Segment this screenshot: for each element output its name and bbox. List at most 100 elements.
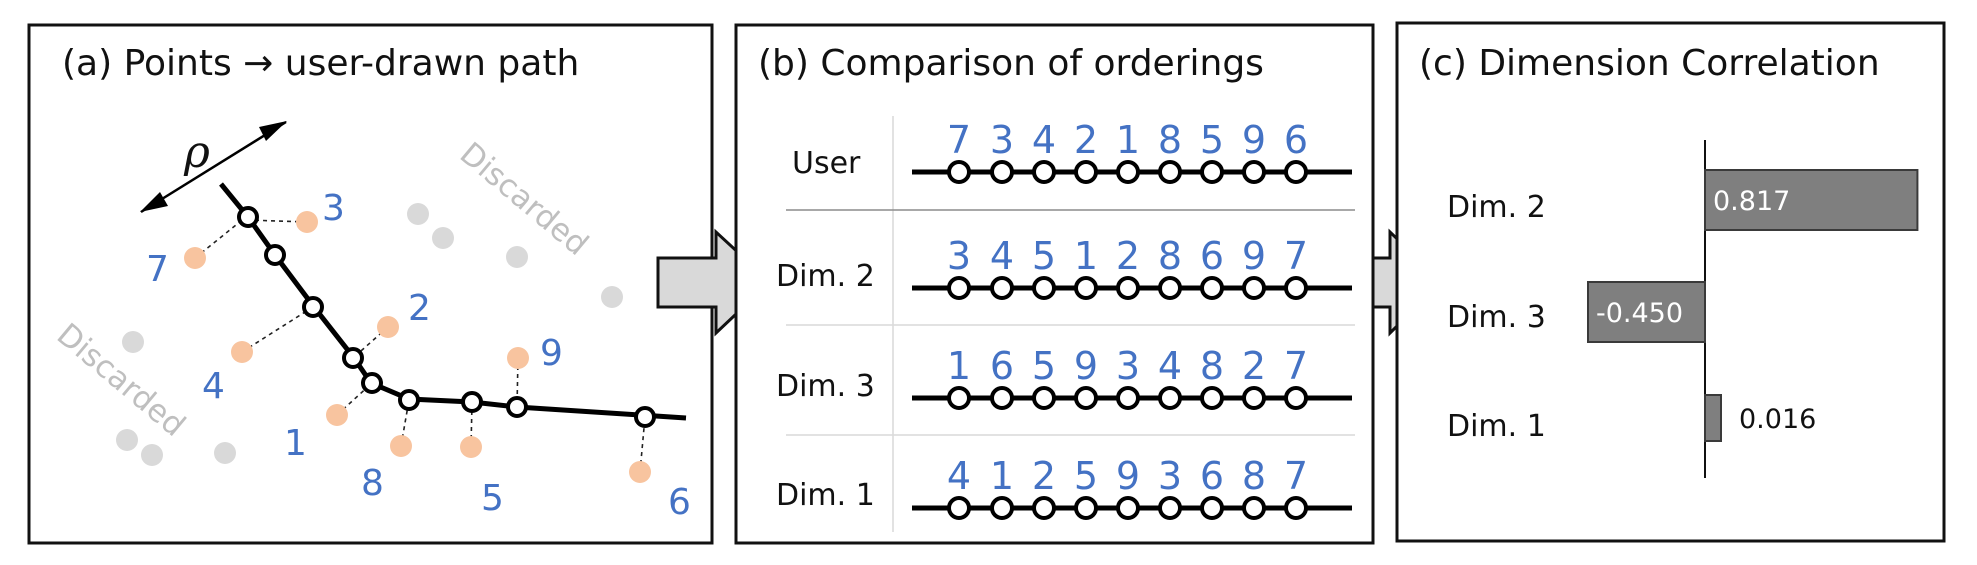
order-number: 5	[1032, 344, 1056, 388]
point-label: 7	[146, 249, 169, 290]
order-number: 5	[1200, 118, 1224, 162]
projected-point	[629, 461, 651, 483]
order-node	[1242, 496, 1266, 520]
order-number: 8	[1200, 344, 1224, 388]
bar-category-label-dim1: Dim. 1	[1447, 409, 1546, 444]
order-number: 2	[1074, 118, 1098, 162]
order-number: 9	[1074, 344, 1098, 388]
discarded-point	[116, 429, 138, 451]
order-row-dim2: 3 4 5 1 2 8 6 9 7	[947, 234, 1308, 300]
order-number: 1	[1074, 234, 1098, 278]
order-row-user: 7 3 4 2 1 8 5 9 6	[947, 118, 1308, 184]
order-row-dim3: 1 6 5 9 3 4 8 2 7	[947, 344, 1308, 410]
order-number: 4	[1158, 344, 1182, 388]
panel-dimension-correlation: (c) Dimension Correlation Dim. 2 Dim. 3 …	[1395, 21, 1946, 543]
point-label: 5	[481, 478, 504, 519]
path-node	[237, 206, 259, 228]
order-number: 6	[1284, 118, 1308, 162]
order-node	[990, 496, 1014, 520]
correlation-bar-dim1	[1704, 394, 1722, 442]
discarded-point	[214, 442, 236, 464]
order-node	[947, 276, 971, 300]
path-node	[302, 296, 324, 318]
order-number: 6	[1200, 454, 1224, 498]
order-number: 9	[1116, 454, 1140, 498]
order-number: 2	[1116, 234, 1140, 278]
order-node	[1116, 386, 1140, 410]
point-label: 8	[361, 463, 384, 504]
discarded-point	[122, 331, 144, 353]
path-node	[506, 396, 528, 418]
discarded-point	[432, 227, 454, 249]
order-node	[1284, 496, 1308, 520]
order-node	[1032, 160, 1056, 184]
order-number: 4	[947, 454, 971, 498]
order-number: 1	[1116, 118, 1140, 162]
order-number: 5	[1074, 454, 1098, 498]
order-number: 7	[947, 118, 971, 162]
order-node	[1158, 496, 1182, 520]
user-drawn-path	[219, 182, 687, 421]
discarded-point	[141, 444, 163, 466]
order-number: 5	[1032, 234, 1056, 278]
order-node	[1116, 160, 1140, 184]
discarded-point	[601, 286, 623, 308]
path-node	[634, 406, 656, 428]
order-number: 6	[990, 344, 1014, 388]
row-label-dim2: Dim. 2	[776, 259, 875, 294]
point-number-labels: 3 7 2 4 9 1 8 5 6	[146, 188, 691, 523]
projected-point	[377, 316, 399, 338]
order-number: 7	[1284, 454, 1308, 498]
point-label: 3	[322, 188, 345, 229]
order-number: 3	[990, 118, 1014, 162]
bar-value-label-dim1: 0.016	[1739, 404, 1816, 435]
order-node	[1116, 496, 1140, 520]
order-number: 9	[1242, 118, 1266, 162]
order-number: 2	[1032, 454, 1056, 498]
row-label-dim1: Dim. 1	[776, 478, 875, 513]
path-nodes	[237, 206, 656, 428]
order-number: 3	[947, 234, 971, 278]
order-node	[1032, 386, 1056, 410]
order-node	[990, 160, 1014, 184]
order-number: 4	[990, 234, 1014, 278]
bar-value-label-dim2: 0.817	[1713, 186, 1790, 217]
bar-category-label-dim3: Dim. 3	[1447, 300, 1546, 335]
panel-c-title: (c) Dimension Correlation	[1419, 43, 1880, 84]
order-number: 1	[990, 454, 1014, 498]
order-number: 9	[1242, 234, 1266, 278]
row-label-user: User	[792, 146, 861, 181]
point-label: 1	[284, 423, 307, 464]
point-label: 4	[202, 366, 225, 407]
order-node	[1284, 160, 1308, 184]
order-number: 3	[1158, 454, 1182, 498]
order-node	[947, 386, 971, 410]
bar-category-label-dim2: Dim. 2	[1447, 190, 1546, 225]
order-node	[1158, 160, 1182, 184]
point-label: 6	[668, 482, 691, 523]
order-number: 8	[1158, 234, 1182, 278]
projected-point	[326, 404, 348, 426]
panel-b-title: (b) Comparison of orderings	[758, 43, 1264, 84]
order-node	[1074, 496, 1098, 520]
order-tracks: 7 3 4 2 1 8 5 9 6 3 4	[912, 118, 1352, 520]
point-label: 9	[540, 333, 563, 374]
path-node	[264, 244, 286, 266]
discarded-points	[116, 203, 623, 466]
discarded-point	[506, 246, 528, 268]
order-node	[1074, 386, 1098, 410]
order-number: 8	[1158, 118, 1182, 162]
order-number: 6	[1200, 234, 1224, 278]
order-node	[1158, 386, 1182, 410]
order-number: 8	[1242, 454, 1266, 498]
path-node	[461, 391, 483, 413]
projected-point	[507, 347, 529, 369]
order-node	[1200, 496, 1224, 520]
panel-points-path: (a) Points → user-drawn path ρ Discarded…	[27, 23, 714, 545]
order-node	[1116, 276, 1140, 300]
correlation-bar-dim3	[1587, 281, 1706, 343]
discarded-point	[407, 203, 429, 225]
order-node	[947, 160, 971, 184]
panel-orderings: (b) Comparison of orderings User Dim. 2 …	[734, 23, 1375, 545]
